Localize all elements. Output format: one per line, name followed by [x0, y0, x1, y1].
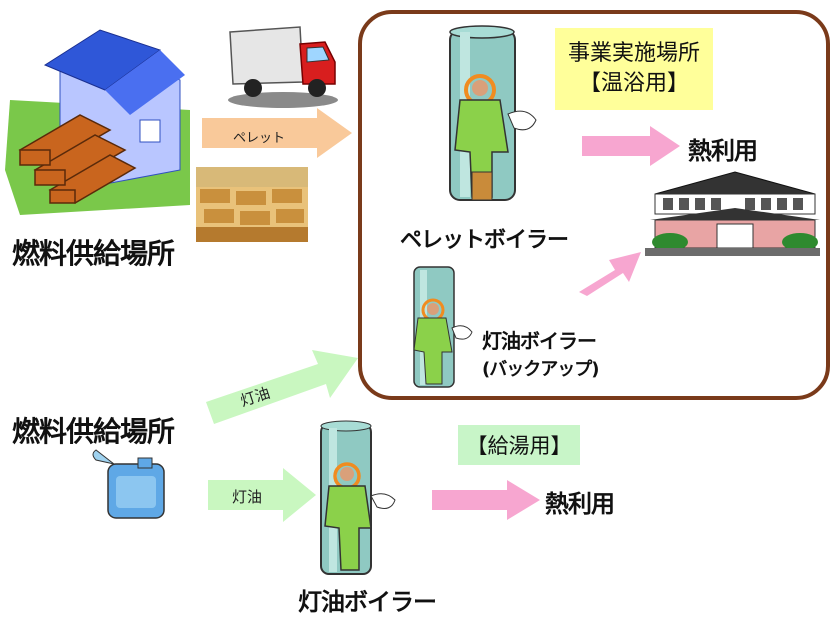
kerosene-to-boiler-label: 灯油 [232, 488, 263, 506]
backup-boiler-label-line1: 灯油ボイラー [482, 329, 597, 353]
kerosene-to-boiler-arrow [208, 468, 316, 522]
site-title-line1: 事業実施場所 [567, 41, 700, 66]
kerosene-to-site-arrow [206, 350, 358, 424]
pellet-stock-photo [196, 167, 308, 242]
kerosene-can-icon [92, 449, 165, 519]
heat-use-arrow-supply [432, 480, 540, 520]
pellet-boiler-label: ペレットボイラー [400, 228, 569, 253]
heat-use-arrow-site [582, 126, 680, 166]
bathhouse-building-illustration [645, 171, 820, 256]
backup-kerosene-boiler-illustration [413, 266, 473, 388]
fuel-supply-site-label-1: 燃料供給場所 [12, 237, 175, 270]
project-site-boundary [358, 10, 830, 400]
pellet-arrow [202, 108, 352, 158]
site-title-box: 事業実施場所 【温浴用】 [555, 28, 713, 110]
site-heat-use-label: 熱利用 [688, 137, 758, 165]
pellet-boiler-illustration [449, 25, 537, 201]
backup-boiler-label-line2: (バックアップ) [482, 359, 599, 380]
supply-title-box: 【給湯用】 [458, 425, 580, 465]
supply-heat-use-label: 熱利用 [545, 490, 615, 518]
fuel-supply-site-label-2: 燃料供給場所 [12, 415, 175, 448]
warehouse-lumber-illustration [5, 29, 190, 215]
kerosene-boiler-illustration [320, 420, 396, 575]
kerosene-boiler-label: 灯油ボイラー [298, 588, 437, 616]
site-title-line2: 【温浴用】 [578, 71, 689, 96]
truck-icon [228, 26, 338, 108]
pellet-arrow-label: ペレット [233, 131, 286, 146]
heat-supply-diagonal-arrow [579, 252, 641, 296]
